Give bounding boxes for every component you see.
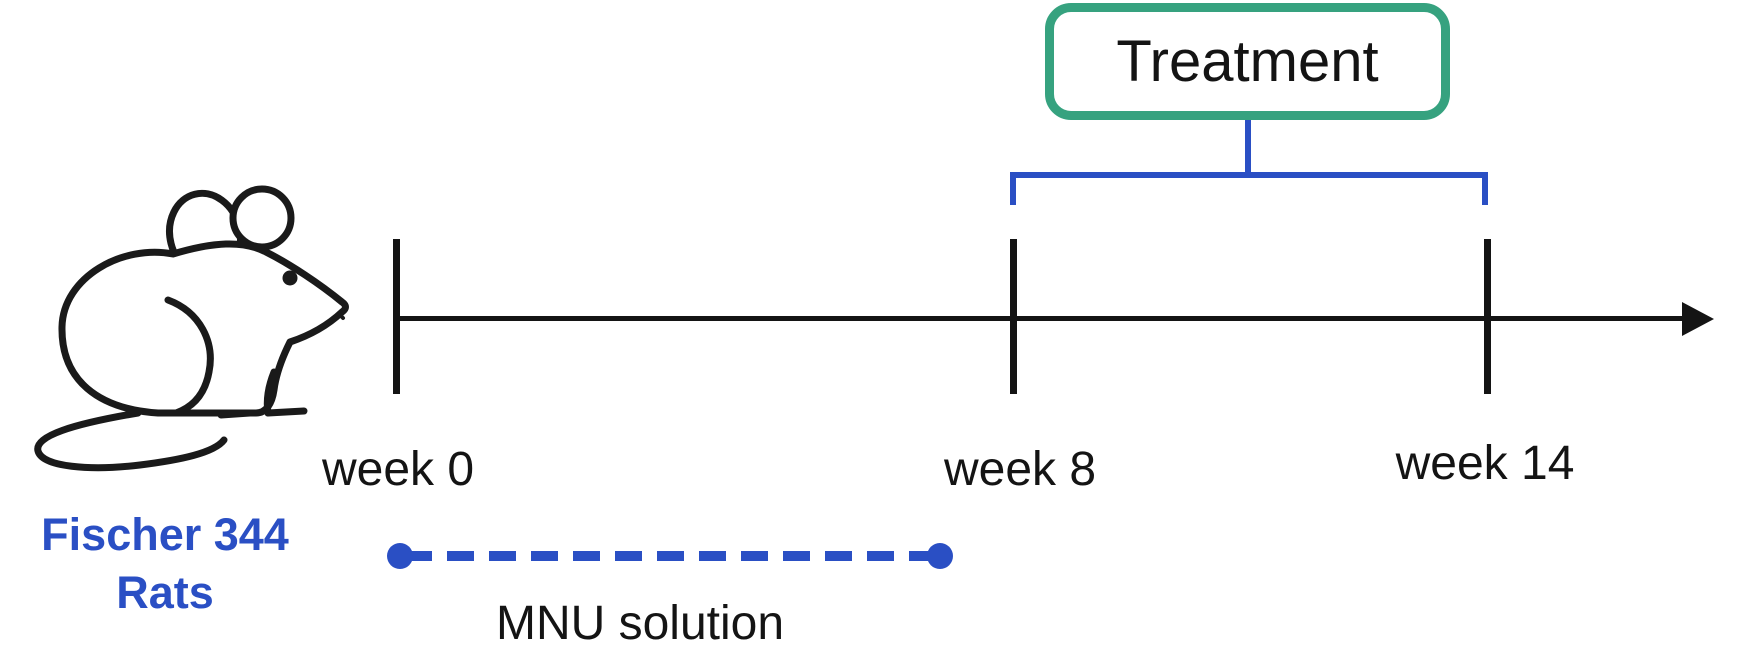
tick-week-14 bbox=[1484, 239, 1491, 394]
treatment-box: Treatment bbox=[1045, 3, 1450, 120]
treatment-label: Treatment bbox=[1116, 29, 1379, 94]
treatment-stem-line bbox=[1245, 120, 1251, 178]
subject-label-line1: Fischer 344 bbox=[41, 509, 289, 560]
subject-label-line2: Rats bbox=[116, 567, 214, 618]
subject-label: Fischer 344 Rats bbox=[15, 506, 315, 622]
treatment-bracket bbox=[1010, 172, 1488, 178]
timeline-axis bbox=[396, 316, 1686, 321]
mnu-label: MNU solution bbox=[495, 597, 785, 650]
timeline-arrow-icon bbox=[1682, 302, 1714, 336]
tick-label-week-14: week 14 bbox=[1395, 437, 1575, 490]
tick-label-week-0: week 0 bbox=[321, 443, 475, 496]
mnu-span-line bbox=[387, 543, 953, 569]
treatment-bracket-right-cap bbox=[1482, 172, 1488, 205]
tick-week-0 bbox=[393, 239, 400, 394]
treatment-bracket-left-cap bbox=[1010, 172, 1016, 205]
tick-label-week-8: week 8 bbox=[943, 443, 1097, 496]
rat-icon bbox=[34, 185, 349, 472]
tick-week-8 bbox=[1010, 239, 1017, 394]
